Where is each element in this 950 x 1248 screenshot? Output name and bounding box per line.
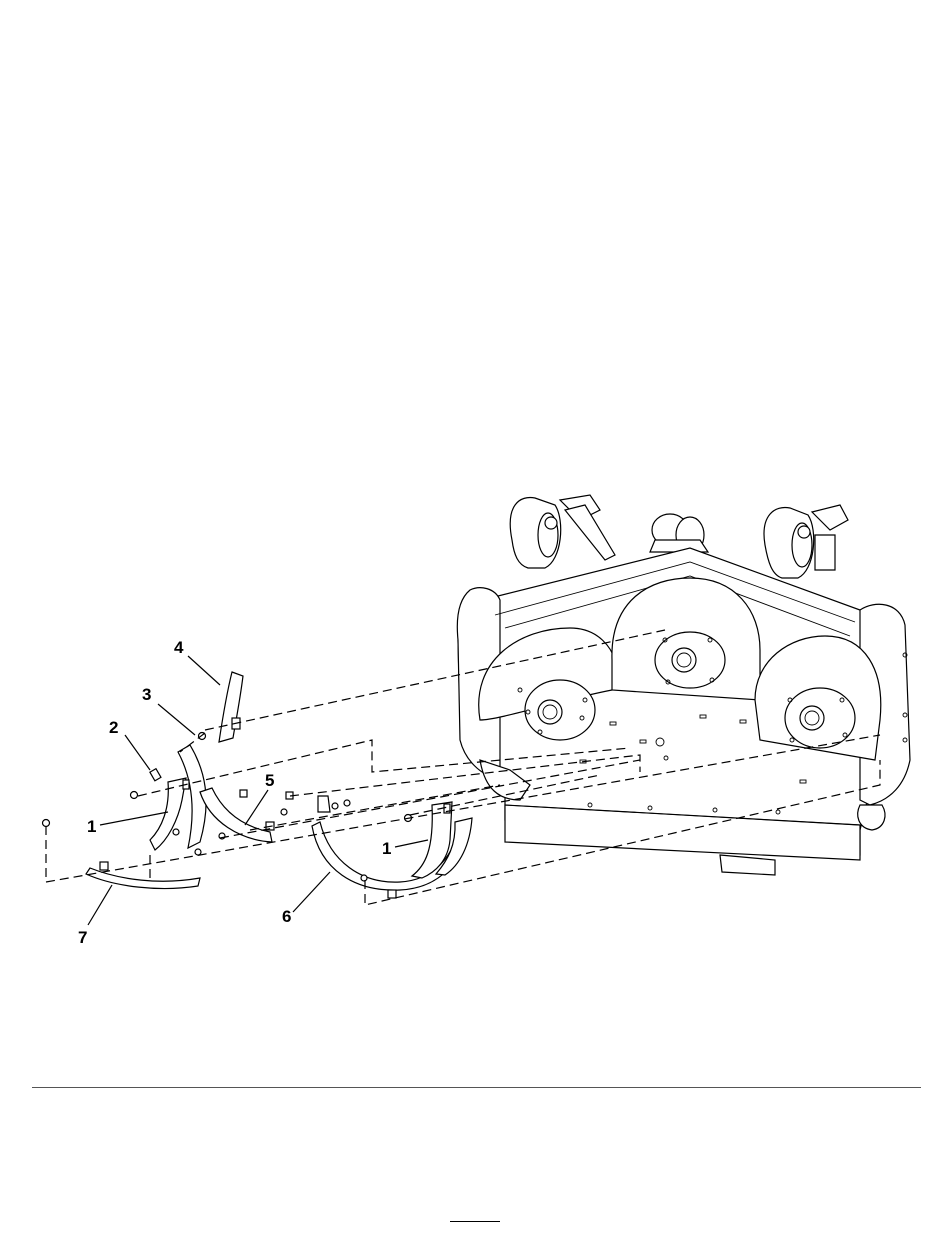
caster-wheel-center <box>650 514 708 553</box>
part-4-baffle <box>219 672 243 742</box>
part-1-baffle-left <box>150 745 206 855</box>
nut-left-a <box>131 792 138 799</box>
bolt-left-a <box>240 790 247 797</box>
callout-1-right: 1 <box>382 839 391 858</box>
callout-7: 7 <box>78 928 87 947</box>
callout-4: 4 <box>174 638 184 657</box>
callout-5: 5 <box>265 771 274 790</box>
caster-wheel-left <box>510 495 615 568</box>
part-2-bolt <box>150 769 161 781</box>
callout-3: 3 <box>142 685 151 704</box>
nut-left-c <box>281 809 287 815</box>
mower-deck <box>457 495 910 875</box>
nut-left-b <box>43 820 50 827</box>
caster-wheel-right <box>764 505 848 578</box>
callout-1-left: 1 <box>87 817 96 836</box>
footer-rule <box>450 1221 500 1222</box>
callout-2: 2 <box>109 718 118 737</box>
callout-6: 6 <box>282 907 291 926</box>
part-7-baffle <box>86 862 200 889</box>
horizontal-divider <box>32 1087 921 1088</box>
